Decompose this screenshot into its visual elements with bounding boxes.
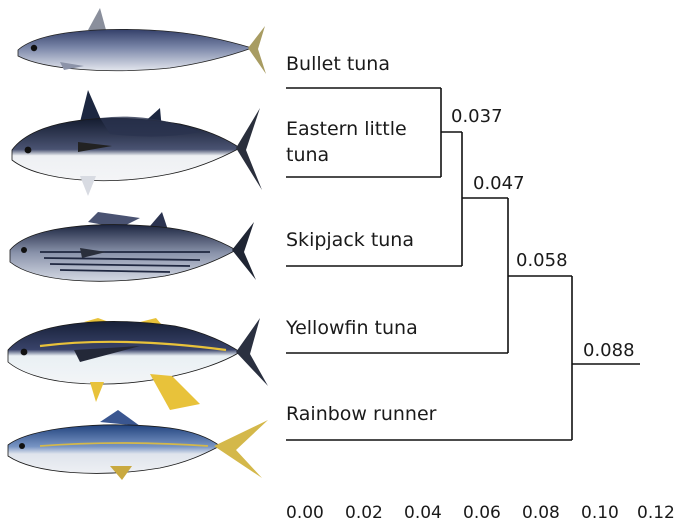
label-skipjack-tuna: Skipjack tuna [286,229,414,251]
label-rainbow-runner: Rainbow runner [286,403,437,425]
axis-tick-2: 0.04 [404,503,442,523]
node-label-0-047: 0.047 [473,173,525,194]
label-eastern-little-tuna-line1: Eastern little [286,118,407,140]
distance-axis: 0.00 0.02 0.04 0.06 0.08 0.10 0.12 [286,503,675,523]
axis-tick-1: 0.02 [345,503,383,523]
tree-branches [286,88,640,440]
yellowfin-tuna-illustration [8,318,268,410]
node-label-0-037: 0.037 [451,106,503,127]
skipjack-tuna-illustration [10,212,256,281]
eastern-little-tuna-illustration [12,90,262,196]
axis-tick-5: 0.10 [581,503,619,523]
bullet-tuna-illustration [18,8,266,74]
node-label-0-058: 0.058 [516,250,568,271]
label-yellowfin-tuna: Yellowfin tuna [285,317,418,339]
axis-tick-3: 0.06 [463,503,501,523]
label-bullet-tuna: Bullet tuna [286,53,390,75]
axis-tick-4: 0.08 [522,503,560,523]
axis-tick-0: 0.00 [286,503,324,523]
axis-tick-6: 0.12 [637,503,675,523]
label-eastern-little-tuna-line2: tuna [286,144,329,166]
node-label-0-088: 0.088 [583,340,635,361]
rainbow-runner-illustration [8,410,268,480]
